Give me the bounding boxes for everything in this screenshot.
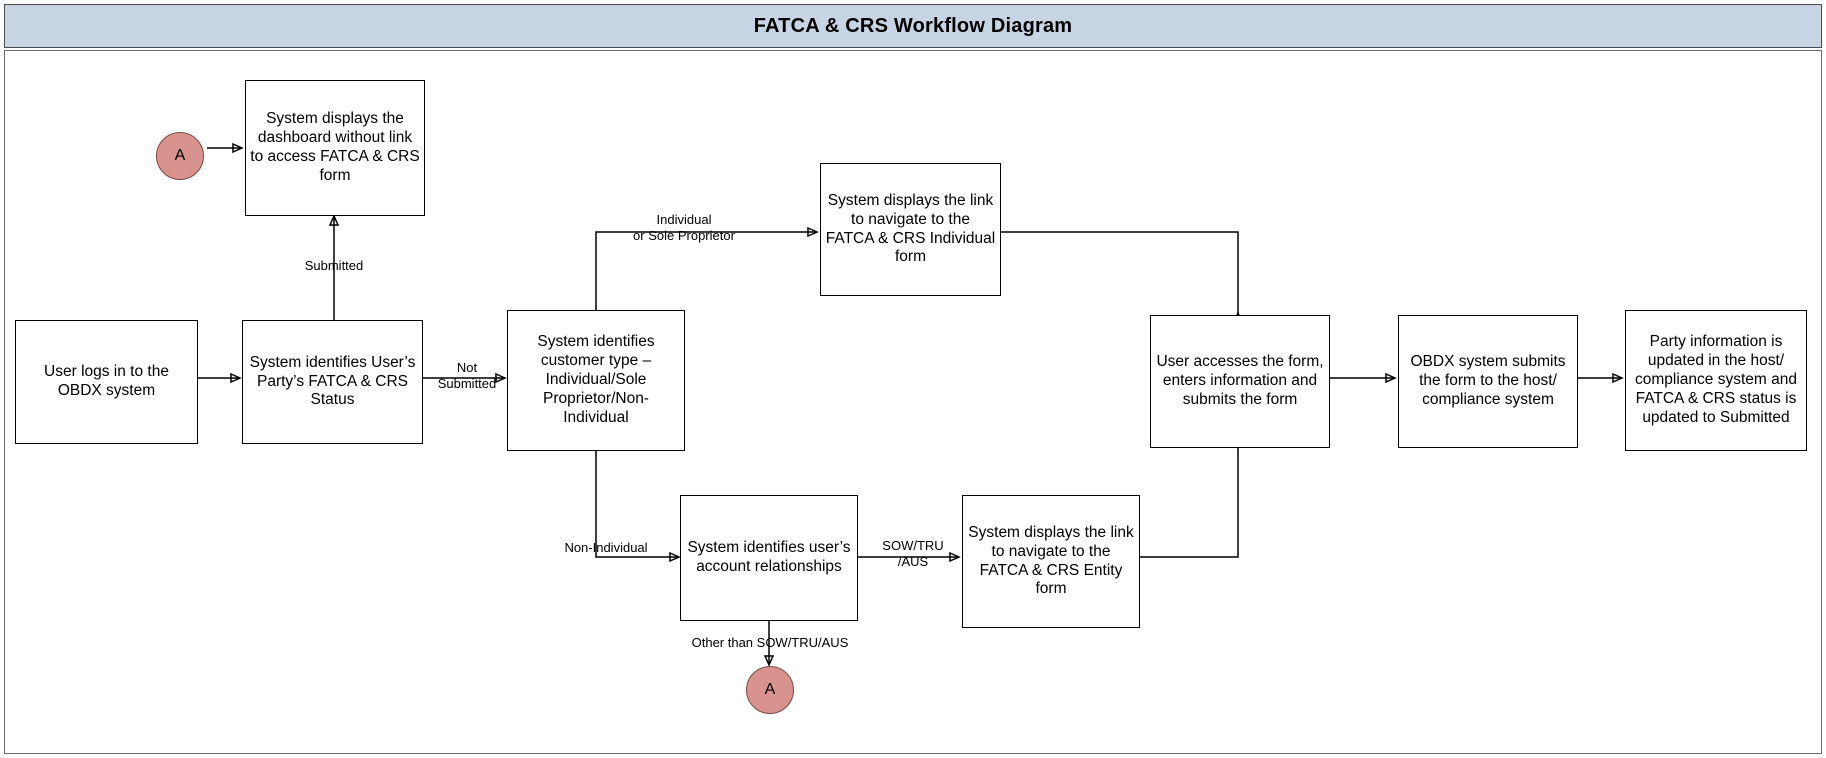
node-identify-customer-type-label: System identifies customer type – Indivi… (537, 333, 655, 426)
edge-label-not-submitted: Not Submitted (437, 360, 497, 391)
node-identify-customer-type[interactable]: System identifies customer type – Indivi… (507, 310, 685, 451)
node-user-login[interactable]: User logs in to the OBDX system (15, 320, 198, 444)
node-user-login-label: User logs in to the OBDX system (44, 363, 169, 399)
page-title-bar: FATCA & CRS Workflow Diagram (4, 4, 1822, 48)
node-entity-form-link-label: System displays the link to navigate to … (968, 523, 1134, 598)
node-dashboard-no-link[interactable]: System displays the dashboard without li… (245, 80, 425, 216)
edge-label-non-individual: Non-Individual (564, 540, 648, 555)
edge-label-other-than: Other than SOW/TRU/AUS (691, 635, 849, 650)
node-account-relationships-label: System identifies user’s account relatio… (687, 539, 851, 575)
edge-label-sow-tru-aus: SOW/TRU /AUS (882, 538, 944, 569)
node-identify-status[interactable]: System identifies User’s Party’s FATCA &… (242, 320, 423, 444)
node-individual-form-link[interactable]: System displays the link to navigate to … (820, 163, 1001, 296)
connector-a-bottom[interactable]: A (746, 666, 794, 714)
connector-a-top[interactable]: A (156, 132, 204, 180)
node-user-accesses-form-label: User accesses the form, enters informati… (1156, 353, 1324, 408)
edge-label-submitted: Submitted (304, 258, 364, 273)
connector-a-bottom-label: A (764, 681, 776, 698)
node-entity-form-link[interactable]: System displays the link to navigate to … (962, 495, 1140, 628)
edge-label-individual: Individual or Sole Proprietor (633, 212, 735, 243)
node-identify-status-label: System identifies User’s Party’s FATCA &… (249, 353, 416, 409)
node-party-updated[interactable]: Party information is updated in the host… (1625, 310, 1807, 451)
node-obdx-submits[interactable]: OBDX system submits the form to the host… (1398, 315, 1578, 448)
node-individual-form-link-label: System displays the link to navigate to … (825, 191, 996, 266)
node-dashboard-no-link-label: System displays the dashboard without li… (250, 110, 420, 184)
diagram-frame (4, 50, 1822, 754)
node-account-relationships[interactable]: System identifies user’s account relatio… (680, 495, 858, 621)
node-user-accesses-form[interactable]: User accesses the form, enters informati… (1150, 315, 1330, 448)
connector-a-top-label: A (174, 147, 186, 164)
node-obdx-submits-label: OBDX system submits the form to the host… (1410, 353, 1566, 408)
page-title: FATCA & CRS Workflow Diagram (753, 14, 1073, 37)
node-party-updated-label: Party information is updated in the host… (1635, 333, 1797, 426)
